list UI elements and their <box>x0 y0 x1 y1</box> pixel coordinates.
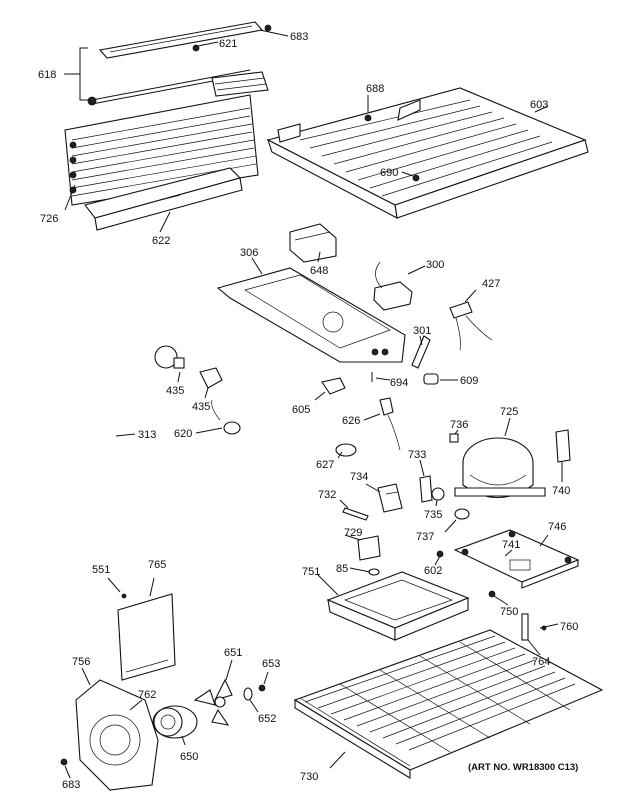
callout-653: 653 <box>262 658 280 670</box>
callout-736: 736 <box>450 419 468 431</box>
switch-part <box>321 377 346 395</box>
callout-85: 85 <box>336 563 348 575</box>
light-socket-part <box>199 367 223 389</box>
callout-435-socket: 435 <box>192 401 210 413</box>
callout-735: 735 <box>424 509 442 521</box>
relay-part <box>373 261 413 311</box>
terminal-part <box>449 433 459 443</box>
callout-300: 300 <box>426 259 444 271</box>
callout-756: 756 <box>72 656 90 668</box>
clip-part <box>555 429 571 463</box>
callout-751: 751 <box>302 566 320 578</box>
callout-602: 602 <box>424 565 442 577</box>
callout-650: 650 <box>180 751 198 763</box>
callout-760: 760 <box>560 621 578 633</box>
callout-741: 741 <box>502 539 520 551</box>
capacitor-box-part <box>357 535 381 561</box>
callout-740: 740 <box>552 485 570 497</box>
drain-trough-part <box>84 167 243 231</box>
art-number: (ART NO. WR18300 C13) <box>468 762 578 773</box>
callout-627: 627 <box>316 459 334 471</box>
grommet-compressor-part <box>454 508 470 520</box>
callout-683-top: 683 <box>290 31 308 43</box>
callout-683-bottom: 683 <box>62 779 80 791</box>
callout-427: 427 <box>482 278 500 290</box>
drain-valve-part <box>211 399 241 435</box>
callout-652: 652 <box>258 713 276 725</box>
callout-618: 618 <box>38 69 56 81</box>
callout-737: 737 <box>416 531 434 543</box>
callout-762: 762 <box>138 689 156 701</box>
callout-725: 725 <box>500 406 518 418</box>
fan-blade-part <box>193 678 233 726</box>
callout-732: 732 <box>318 489 336 501</box>
heater-part <box>449 301 493 351</box>
callout-301: 301 <box>413 325 431 337</box>
drain-tube-part <box>105 389 158 508</box>
shroud-panel-part <box>117 593 176 681</box>
callout-730: 730 <box>300 771 318 783</box>
fan-shroud-part <box>75 679 159 791</box>
callout-746: 746 <box>548 521 566 533</box>
callout-605: 605 <box>292 404 310 416</box>
callout-764: 764 <box>532 656 550 668</box>
overload-part <box>419 475 433 503</box>
callout-651: 651 <box>224 647 242 659</box>
evaporator-coil-part <box>293 629 604 779</box>
defrost-timer-part <box>289 223 337 263</box>
compressor-base-part <box>453 529 580 589</box>
control-housing-part <box>216 267 406 363</box>
callout-688: 688 <box>366 83 384 95</box>
callout-734: 734 <box>350 471 368 483</box>
callout-729: 729 <box>344 527 362 539</box>
light-bulb-part <box>154 345 185 369</box>
callout-726: 726 <box>40 213 58 225</box>
capacitor-part <box>411 335 431 369</box>
callout-313: 313 <box>138 429 156 441</box>
callout-435-bulb: 435 <box>166 385 184 397</box>
callout-620: 620 <box>174 428 192 440</box>
hinge-pin-part <box>521 613 529 641</box>
bracket-part <box>342 507 369 521</box>
cap-part <box>335 443 357 457</box>
callout-648: 648 <box>310 265 328 277</box>
callout-609: 609 <box>460 375 478 387</box>
drain-pan-part <box>326 571 470 641</box>
callout-622: 622 <box>152 235 170 247</box>
callout-694: 694 <box>390 377 408 389</box>
callout-690: 690 <box>380 167 398 179</box>
fan-motor-part <box>152 705 198 739</box>
callout-551: 551 <box>92 564 110 576</box>
callout-603: 603 <box>530 99 548 111</box>
top-cover-part <box>266 87 589 219</box>
washer-part <box>243 687 253 701</box>
callout-733: 733 <box>408 449 426 461</box>
callout-306: 306 <box>240 247 258 259</box>
callout-626: 626 <box>342 415 360 427</box>
cord-part <box>379 397 401 451</box>
callout-621: 621 <box>219 38 237 50</box>
grommet-part <box>423 373 439 385</box>
compressor-part <box>454 437 546 498</box>
callout-765: 765 <box>148 559 166 571</box>
cover-part <box>431 487 445 501</box>
callout-750: 750 <box>500 606 518 618</box>
start-relay-part <box>377 483 403 513</box>
